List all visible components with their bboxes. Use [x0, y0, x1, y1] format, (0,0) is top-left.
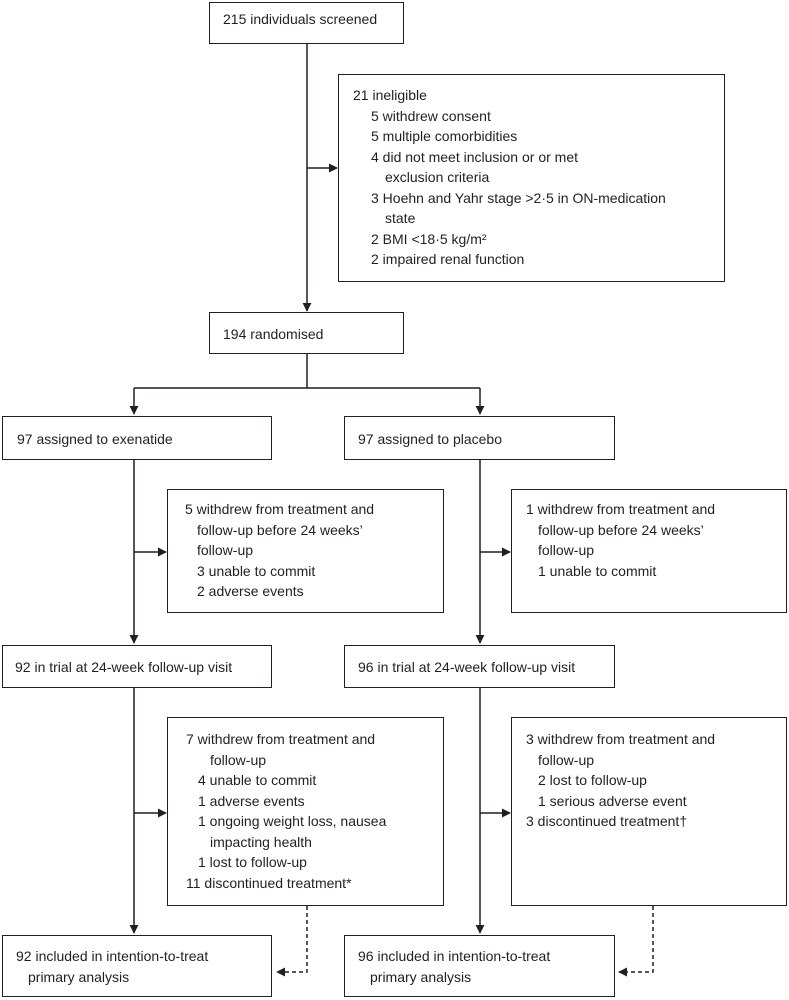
exenatide-withdrawal1-line: follow-up — [197, 542, 254, 558]
placebo-withdrawal2-line: follow-up — [538, 751, 595, 768]
dashed-connector-placebo — [618, 906, 654, 977]
placebo-included-line: primary analysis — [370, 968, 472, 985]
exenatide-withdrawal2-line: 11 discontinued treatment* — [186, 874, 352, 891]
exenatide-intrial-label: 92 in trial at 24-week follow-up visit — [15, 659, 233, 675]
ineligible-item: 2 BMI <18·5 kg/m² — [371, 230, 487, 247]
randomised-box: 194 randomised — [209, 312, 404, 354]
ineligible-item: 5 multiple comorbidities — [371, 128, 518, 144]
ineligible-item: 3 Hoehn and Yahr stage >2·5 in ON-medica… — [371, 189, 666, 206]
exenatide-intrial-box: 92 in trial at 24-week follow-up visit — [2, 645, 272, 688]
placebo-intrial-label: 96 in trial at 24-week follow-up visit — [358, 659, 576, 675]
screened-box: 215 individuals screened — [209, 2, 404, 44]
ineligible-item: exclusion criteria — [385, 169, 490, 185]
exenatide-withdrawal2-line: impacting health — [210, 833, 312, 850]
exenatide-withdrawal1-line: follow-up before 24 weeks’ — [197, 521, 363, 538]
placebo-withdrawal1-line: follow-up — [538, 542, 595, 558]
placebo-withdrawal2-line: 2 lost to follow-up — [538, 772, 647, 788]
placebo-assigned-box: 97 assigned to placebo — [344, 416, 615, 460]
screened-label: 215 individuals screened — [223, 11, 378, 27]
ineligible-item: state — [385, 210, 416, 226]
placebo-withdrawal1-line: follow-up before 24 weeks’ — [538, 521, 704, 538]
placebo-withdrawal2-line: 1 serious adverse event — [538, 792, 687, 809]
placebo-withdrawal1-line: 1 unable to commit — [538, 562, 657, 579]
placebo-withdrawal2-line: 3 withdrew from treatment and — [526, 731, 716, 747]
exenatide-withdrawal2-box: 7 withdrew from treatment and follow-up … — [167, 717, 444, 906]
exenatide-withdrawal2-line: follow-up — [210, 751, 267, 768]
placebo-assigned-label: 97 assigned to placebo — [358, 431, 502, 447]
placebo-withdrawal1-box: 1 withdrew from treatment and follow-up … — [511, 489, 787, 613]
exenatide-withdrawal1-line: 5 withdrew from treatment and — [185, 501, 375, 517]
exenatide-withdrawal2-line: 4 unable to commit — [198, 772, 317, 788]
exenatide-withdrawal2-line: 7 withdrew from treatment and — [186, 731, 376, 747]
exenatide-assigned-box: 97 assigned to exenatide — [2, 416, 272, 460]
ineligible-title: 21 ineligible — [353, 87, 427, 103]
placebo-intrial-box: 96 in trial at 24-week follow-up visit — [344, 645, 615, 688]
exenatide-withdrawal2-line: 1 ongoing weight loss, nausea — [198, 813, 387, 829]
dashed-connector-exenatide — [276, 906, 308, 977]
ineligible-item: 5 withdrew consent — [371, 107, 491, 124]
exenatide-withdrawal1-box: 5 withdrew from treatment and follow-up … — [167, 489, 444, 613]
placebo-included-line: 96 included in intention-to-treat — [358, 948, 551, 964]
exenatide-withdrawal1-line: 3 unable to commit — [197, 562, 316, 579]
exenatide-withdrawal2-line: 1 lost to follow-up — [198, 854, 307, 870]
ineligible-item: 2 impaired renal function — [371, 251, 525, 267]
randomised-label: 194 randomised — [223, 326, 324, 342]
ineligible-item: 4 did not meet inclusion or or met — [371, 148, 578, 165]
placebo-withdrawal2-line: 3 discontinued treatment† — [526, 813, 688, 829]
exenatide-included-line: primary analysis — [28, 968, 130, 985]
exenatide-withdrawal2-line: 1 adverse events — [198, 792, 305, 809]
exenatide-withdrawal1-line: 2 adverse events — [197, 583, 304, 599]
exenatide-included-line: 92 included in intention-to-treat — [16, 948, 209, 964]
exenatide-assigned-label: 97 assigned to exenatide — [17, 431, 173, 447]
exenatide-included-box: 92 included in intention-to-treat primar… — [2, 935, 272, 997]
placebo-withdrawal2-box: 3 withdrew from treatment and follow-up … — [511, 717, 787, 906]
ineligible-box: 21 ineligible 5 withdrew consent 5 multi… — [338, 74, 725, 282]
placebo-included-box: 96 included in intention-to-treat primar… — [344, 935, 615, 997]
placebo-withdrawal1-line: 1 withdrew from treatment and — [526, 501, 716, 517]
